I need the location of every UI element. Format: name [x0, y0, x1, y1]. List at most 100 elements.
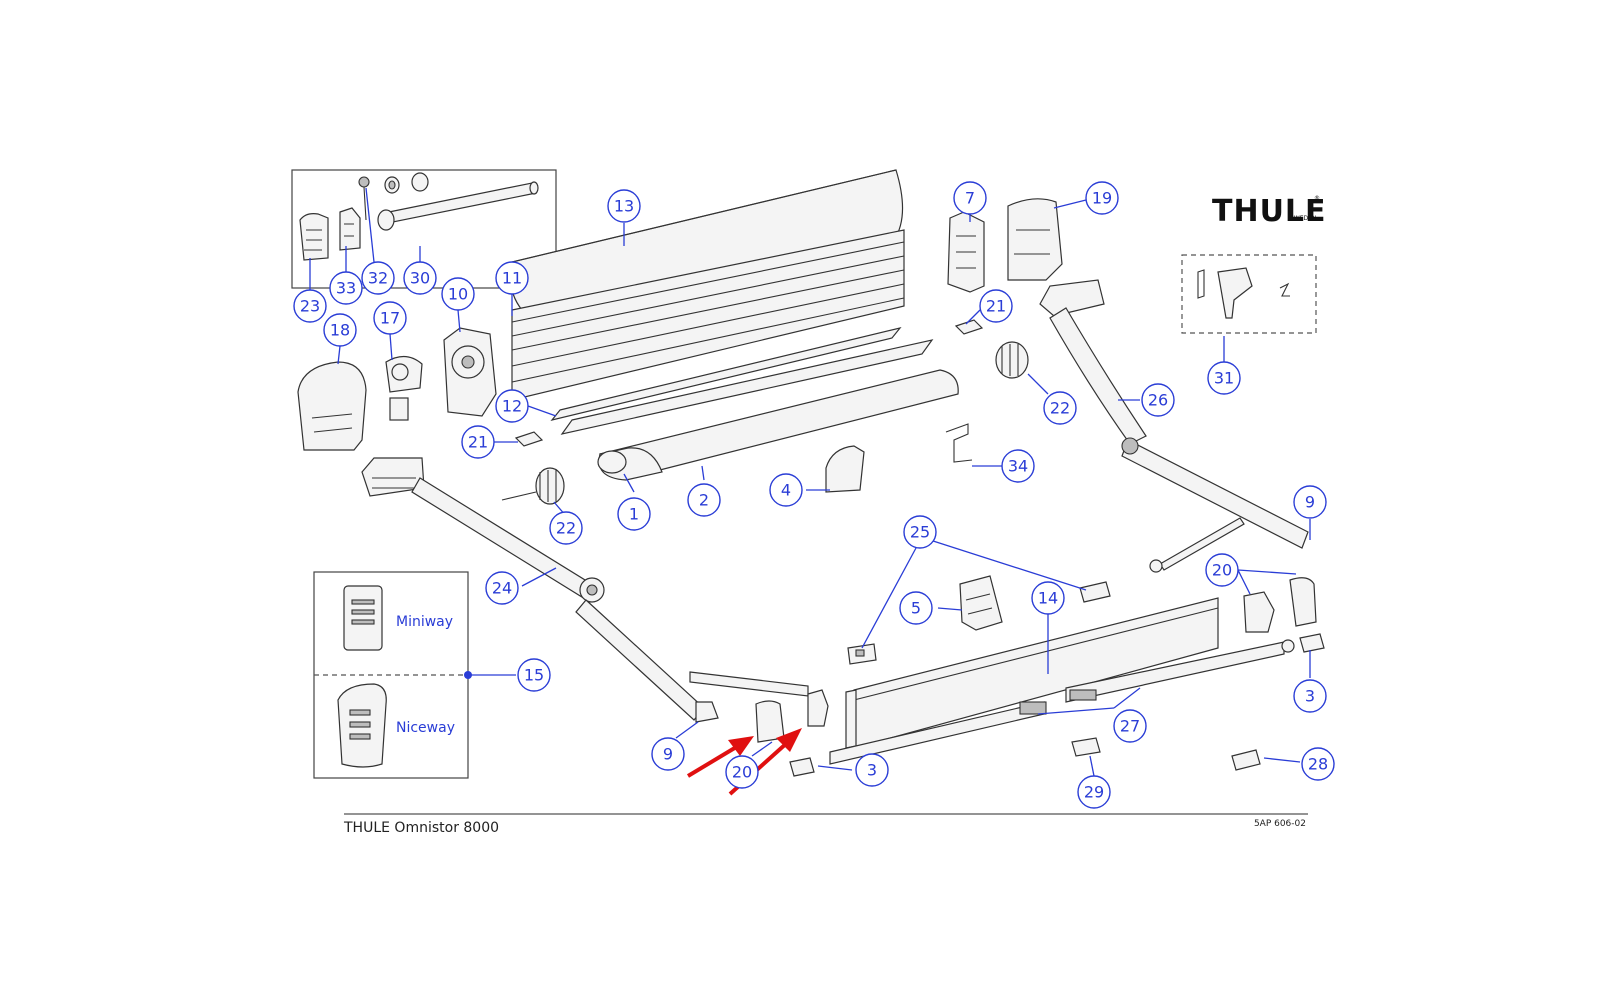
red-arrow-left [686, 744, 740, 778]
svg-text:30: 30 [410, 269, 430, 288]
callout-31[interactable]: 31 [1207, 361, 1241, 395]
bracket-7 [947, 211, 985, 293]
callout-15[interactable]: 15 [517, 658, 551, 692]
svg-text:20: 20 [1212, 561, 1232, 580]
callout-7[interactable]: 7 [953, 181, 987, 215]
svg-text:9: 9 [1305, 493, 1315, 512]
callout-24[interactable]: 24 [485, 571, 519, 605]
callout-28[interactable]: 28 [1301, 747, 1335, 781]
svg-text:34: 34 [1008, 457, 1028, 476]
svg-text:19: 19 [1092, 189, 1112, 208]
logo-subtext: SWEDEN [1290, 215, 1316, 222]
callout-14[interactable]: 14 [1031, 581, 1065, 615]
callout-20-right[interactable]: 20 [1205, 553, 1239, 587]
callout-32[interactable]: 32 [361, 261, 395, 295]
callout-3-left[interactable]: 3 [855, 753, 889, 787]
callout-9-right[interactable]: 9 [1293, 485, 1327, 519]
callout-18[interactable]: 18 [323, 313, 357, 347]
callout-17[interactable]: 17 [373, 301, 407, 335]
svg-text:25: 25 [910, 523, 930, 542]
callout-10[interactable]: 10 [441, 277, 475, 311]
svg-text:21: 21 [468, 433, 488, 452]
svg-text:5: 5 [911, 599, 921, 618]
callout-1[interactable]: 1 [617, 497, 651, 531]
clip-25-left [847, 643, 877, 665]
remote-label-miniway: Miniway [396, 614, 453, 630]
callout-13[interactable]: 13 [607, 189, 641, 223]
svg-text:28: 28 [1308, 755, 1328, 774]
callout-29[interactable]: 29 [1077, 775, 1111, 809]
callout-5[interactable]: 5 [899, 591, 933, 625]
spring-end-22-left [501, 467, 565, 505]
callout-22-left[interactable]: 22 [549, 511, 583, 545]
callout-33[interactable]: 33 [329, 271, 363, 305]
inset-31 [1181, 254, 1317, 334]
callout-12[interactable]: 12 [495, 389, 529, 423]
clip-21-right [954, 319, 984, 335]
end-cap-19 [1007, 198, 1063, 281]
callout-25[interactable]: 25 [903, 515, 937, 549]
logo-registered: ® [1314, 195, 1320, 202]
callout-11[interactable]: 11 [495, 261, 529, 295]
red-arrow-right-head [776, 728, 802, 752]
svg-text:32: 32 [368, 269, 388, 288]
svg-text:15: 15 [524, 666, 544, 685]
svg-text:3: 3 [1305, 687, 1315, 706]
svg-text:14: 14 [1038, 589, 1058, 608]
svg-text:4: 4 [781, 481, 791, 500]
support-arm-24 [361, 457, 809, 723]
end-piece-20-right [1243, 577, 1317, 633]
callout-19[interactable]: 19 [1085, 181, 1119, 215]
clip-29 [1071, 737, 1101, 757]
roller-tube-1 [597, 447, 663, 481]
end-piece-20-left [755, 689, 829, 743]
remote-inset-15: Miniway Niceway [313, 571, 469, 779]
red-arrow-left-head [728, 736, 754, 756]
svg-text:10: 10 [448, 285, 468, 304]
callout-23[interactable]: 23 [293, 289, 327, 323]
remote-label-niceway: Niceway [396, 720, 455, 736]
logo-text: THULE [1212, 194, 1327, 229]
svg-text:2: 2 [699, 491, 709, 510]
front-bar-14 [845, 597, 1219, 749]
motor-kit-inset [291, 169, 557, 289]
callout-22-right[interactable]: 22 [1043, 391, 1077, 425]
svg-text:3: 3 [867, 761, 877, 780]
callout-15-dot [464, 671, 472, 679]
callout-2[interactable]: 2 [687, 483, 721, 517]
bracket-5 [959, 575, 1003, 631]
callout-20-left[interactable]: 20 [725, 755, 759, 789]
svg-text:11: 11 [502, 269, 522, 288]
support-arm-26 [1039, 279, 1309, 573]
svg-text:31: 31 [1214, 369, 1234, 388]
svg-text:13: 13 [614, 197, 634, 216]
callout-27[interactable]: 27 [1113, 709, 1147, 743]
callouts: 13 11 12 10 17 18 23 33 32 30 7 19 21 21… [293, 181, 1335, 809]
svg-text:9: 9 [663, 745, 673, 764]
clip-28 [1231, 749, 1261, 771]
thule-logo: THULE SWEDEN ® [1212, 194, 1327, 229]
footer-title: THULE Omnistor 8000 [343, 820, 499, 836]
svg-text:20: 20 [732, 763, 752, 782]
callout-9-left[interactable]: 9 [651, 737, 685, 771]
callout-3-right[interactable]: 3 [1293, 679, 1327, 713]
callout-21-right[interactable]: 21 [979, 289, 1013, 323]
clip-3-right [1299, 633, 1325, 653]
svg-text:12: 12 [502, 397, 522, 416]
spring-end-22-right [995, 341, 1029, 379]
callout-21-left[interactable]: 21 [461, 425, 495, 459]
svg-text:29: 29 [1084, 783, 1104, 802]
svg-text:17: 17 [380, 309, 400, 328]
svg-text:27: 27 [1120, 717, 1140, 736]
callout-30[interactable]: 30 [403, 261, 437, 295]
svg-text:26: 26 [1148, 391, 1168, 410]
callout-26[interactable]: 26 [1141, 383, 1175, 417]
clip-25-right [1079, 581, 1111, 603]
clip-3-left [789, 757, 815, 777]
svg-text:33: 33 [336, 279, 356, 298]
callout-34[interactable]: 34 [1001, 449, 1035, 483]
svg-text:23: 23 [300, 297, 320, 316]
callout-4[interactable]: 4 [769, 473, 803, 507]
svg-text:24: 24 [492, 579, 512, 598]
